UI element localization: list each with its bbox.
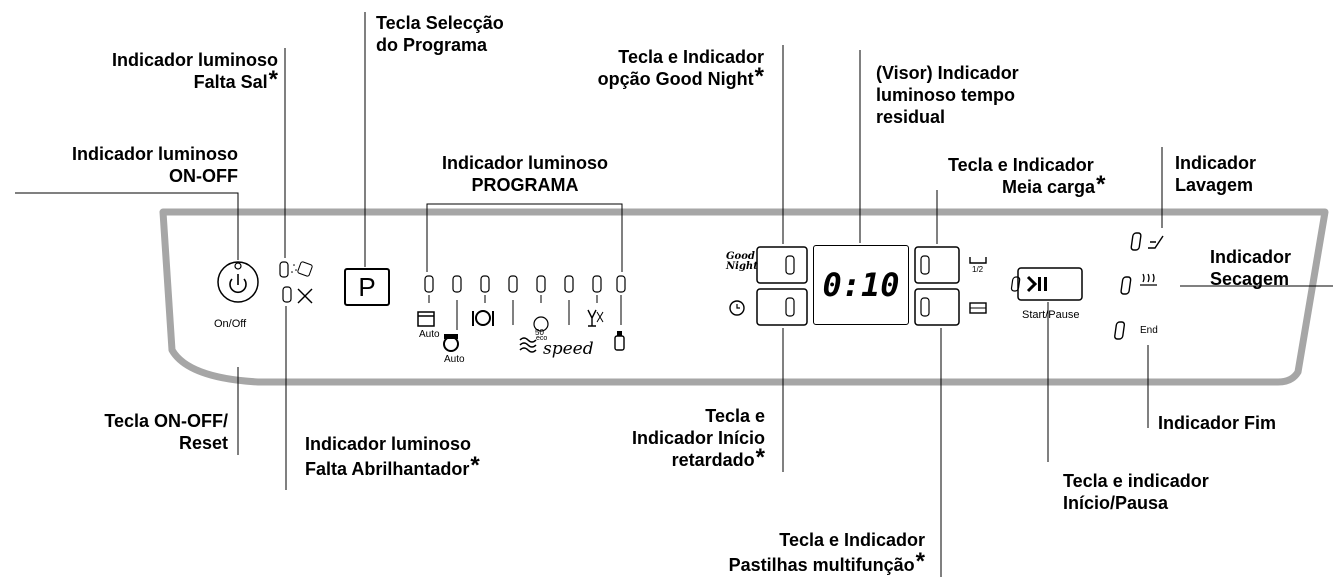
sparkle-icon — [297, 288, 313, 304]
good-night-button[interactable] — [756, 246, 808, 284]
label-start-pause: Tecla e indicador Início/Pausa — [1063, 471, 1209, 513]
label-on-off-indicator: Indicador luminoso ON-OFF — [71, 144, 238, 186]
program-select-button[interactable]: P — [344, 268, 390, 306]
label-rinse-aid: Indicador luminoso Falta Abrilhantador* — [305, 434, 480, 479]
auto-text-1: Auto — [419, 329, 440, 340]
program-leds — [424, 275, 626, 293]
plate-cutlery-icon — [472, 310, 494, 326]
start-pause-button[interactable] — [1017, 267, 1083, 301]
multi-tablet-button[interactable] — [914, 288, 960, 326]
panel-outline — [159, 208, 1329, 386]
clock-icon — [729, 300, 745, 316]
half-load-icon — [969, 257, 987, 264]
temp-text: 50 — [535, 328, 544, 337]
on-off-text: On/Off — [214, 318, 247, 330]
end-text: End — [1140, 325, 1158, 336]
wine-glass-icon — [587, 309, 604, 327]
auto-text-2: Auto — [444, 354, 465, 365]
on-off-button[interactable] — [217, 261, 259, 303]
good-night-icon: Good Night — [726, 251, 758, 272]
salt-icon — [291, 261, 313, 277]
label-program-select: Tecla Selecção do Programa — [376, 13, 504, 55]
rinse-aid-indicator-led — [282, 286, 292, 303]
baby-bottle-icon — [614, 331, 625, 351]
auto-intensive-icon — [417, 311, 435, 327]
label-dry: Indicador Secagem — [1210, 247, 1292, 289]
label-display: (Visor) Indicador luminoso tempo residua… — [876, 63, 1019, 127]
start-pause-text: Start/Pause — [1022, 309, 1080, 321]
half-text: 1/2 — [972, 265, 984, 274]
label-good-night: Tecla e Indicador opção Good Night* — [597, 47, 764, 90]
dry-led — [1120, 276, 1132, 295]
eco-50-icon — [533, 316, 549, 332]
label-delay-start: Tecla e Indicador Início retardado* — [631, 406, 765, 471]
label-wash: Indicador Lavagem — [1175, 153, 1257, 195]
play-pause-icon — [1010, 275, 1047, 293]
leader-lines — [15, 12, 1333, 577]
speed-text: speed — [543, 339, 594, 359]
time-display: 0:10 — [813, 245, 909, 325]
wash-icon — [1148, 235, 1164, 249]
label-half-load: Tecla e Indicador Meia carga* — [948, 155, 1106, 198]
tablet-icon — [969, 302, 987, 314]
rinse-waves-icon — [519, 337, 537, 353]
label-end: Indicador Fim — [1158, 413, 1277, 433]
wash-led — [1130, 232, 1142, 251]
delay-start-button[interactable] — [756, 288, 808, 326]
label-salt: Indicador luminoso Falta Sal* — [111, 50, 278, 93]
label-on-off-reset: Tecla ON-OFF/ Reset — [104, 411, 228, 453]
end-led — [1114, 321, 1126, 340]
eco-text: eco — [536, 335, 548, 342]
salt-indicator-led — [279, 261, 289, 278]
auto-normal-icon — [443, 334, 459, 352]
dry-icon — [1140, 273, 1157, 286]
half-load-button[interactable] — [914, 246, 960, 284]
label-program-indicator: Indicador luminoso PROGRAMA — [441, 153, 608, 195]
label-multi-tablet: Tecla e Indicador Pastilhas multifunção* — [728, 530, 925, 575]
